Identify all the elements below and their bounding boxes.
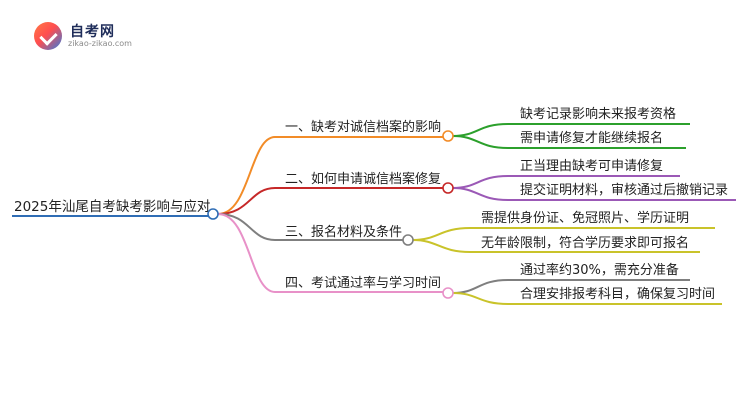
root-topic: 2025年汕尾自考缺考影响与应对 bbox=[14, 199, 211, 215]
branch-1-child-2-connector bbox=[452, 135, 686, 149]
branch-3-connector bbox=[217, 213, 403, 241]
branch-1-child-2: 需申请修复才能继续报名 bbox=[520, 131, 664, 146]
branch-4-label: 四、考试通过率与学习时间 bbox=[285, 276, 442, 291]
site-logo[interactable]: 自考网 zikao-zikao.com bbox=[34, 18, 154, 54]
logo-subtitle: zikao-zikao.com bbox=[68, 39, 132, 48]
logo-title: 自考网 bbox=[70, 24, 115, 40]
branch-2-child-1: 正当理由缺考可申请修复 bbox=[520, 159, 664, 174]
branch-1-label: 一、缺考对诚信档案的影响 bbox=[285, 120, 442, 135]
branch-3-label: 三、报名材料及条件 bbox=[285, 225, 403, 240]
branch-2-child-2-connector bbox=[452, 187, 736, 201]
branch-2-child-2: 提交证明材料，审核通过后撤销记录 bbox=[520, 183, 729, 198]
branch-3-child-2: 无年龄限制，符合学历要求即可报名 bbox=[481, 236, 690, 251]
branch-2-label: 二、如何申请诚信档案修复 bbox=[285, 172, 442, 187]
branch-4-child-2-connector bbox=[452, 292, 722, 305]
branch-1-child-1: 缺考记录影响未来报考资格 bbox=[520, 107, 677, 122]
branch-4-node bbox=[442, 287, 454, 299]
branch-4-child-2: 合理安排报考科目，确保复习时间 bbox=[520, 287, 716, 302]
branch-3-child-1: 需提供身份证、免冠照片、学历证明 bbox=[481, 211, 690, 226]
branch-3-node bbox=[402, 234, 414, 246]
branch-2-node bbox=[442, 182, 454, 194]
branch-1-connector bbox=[217, 136, 443, 215]
branch-1-node bbox=[442, 130, 454, 142]
branch-2-connector bbox=[217, 187, 443, 215]
root-node bbox=[207, 208, 219, 220]
branch-4-child-1: 通过率约30%，需充分准备 bbox=[520, 263, 679, 278]
branch-3-child-2-connector bbox=[412, 239, 700, 253]
branch-4-connector bbox=[217, 213, 443, 293]
logo-icon bbox=[34, 22, 62, 50]
